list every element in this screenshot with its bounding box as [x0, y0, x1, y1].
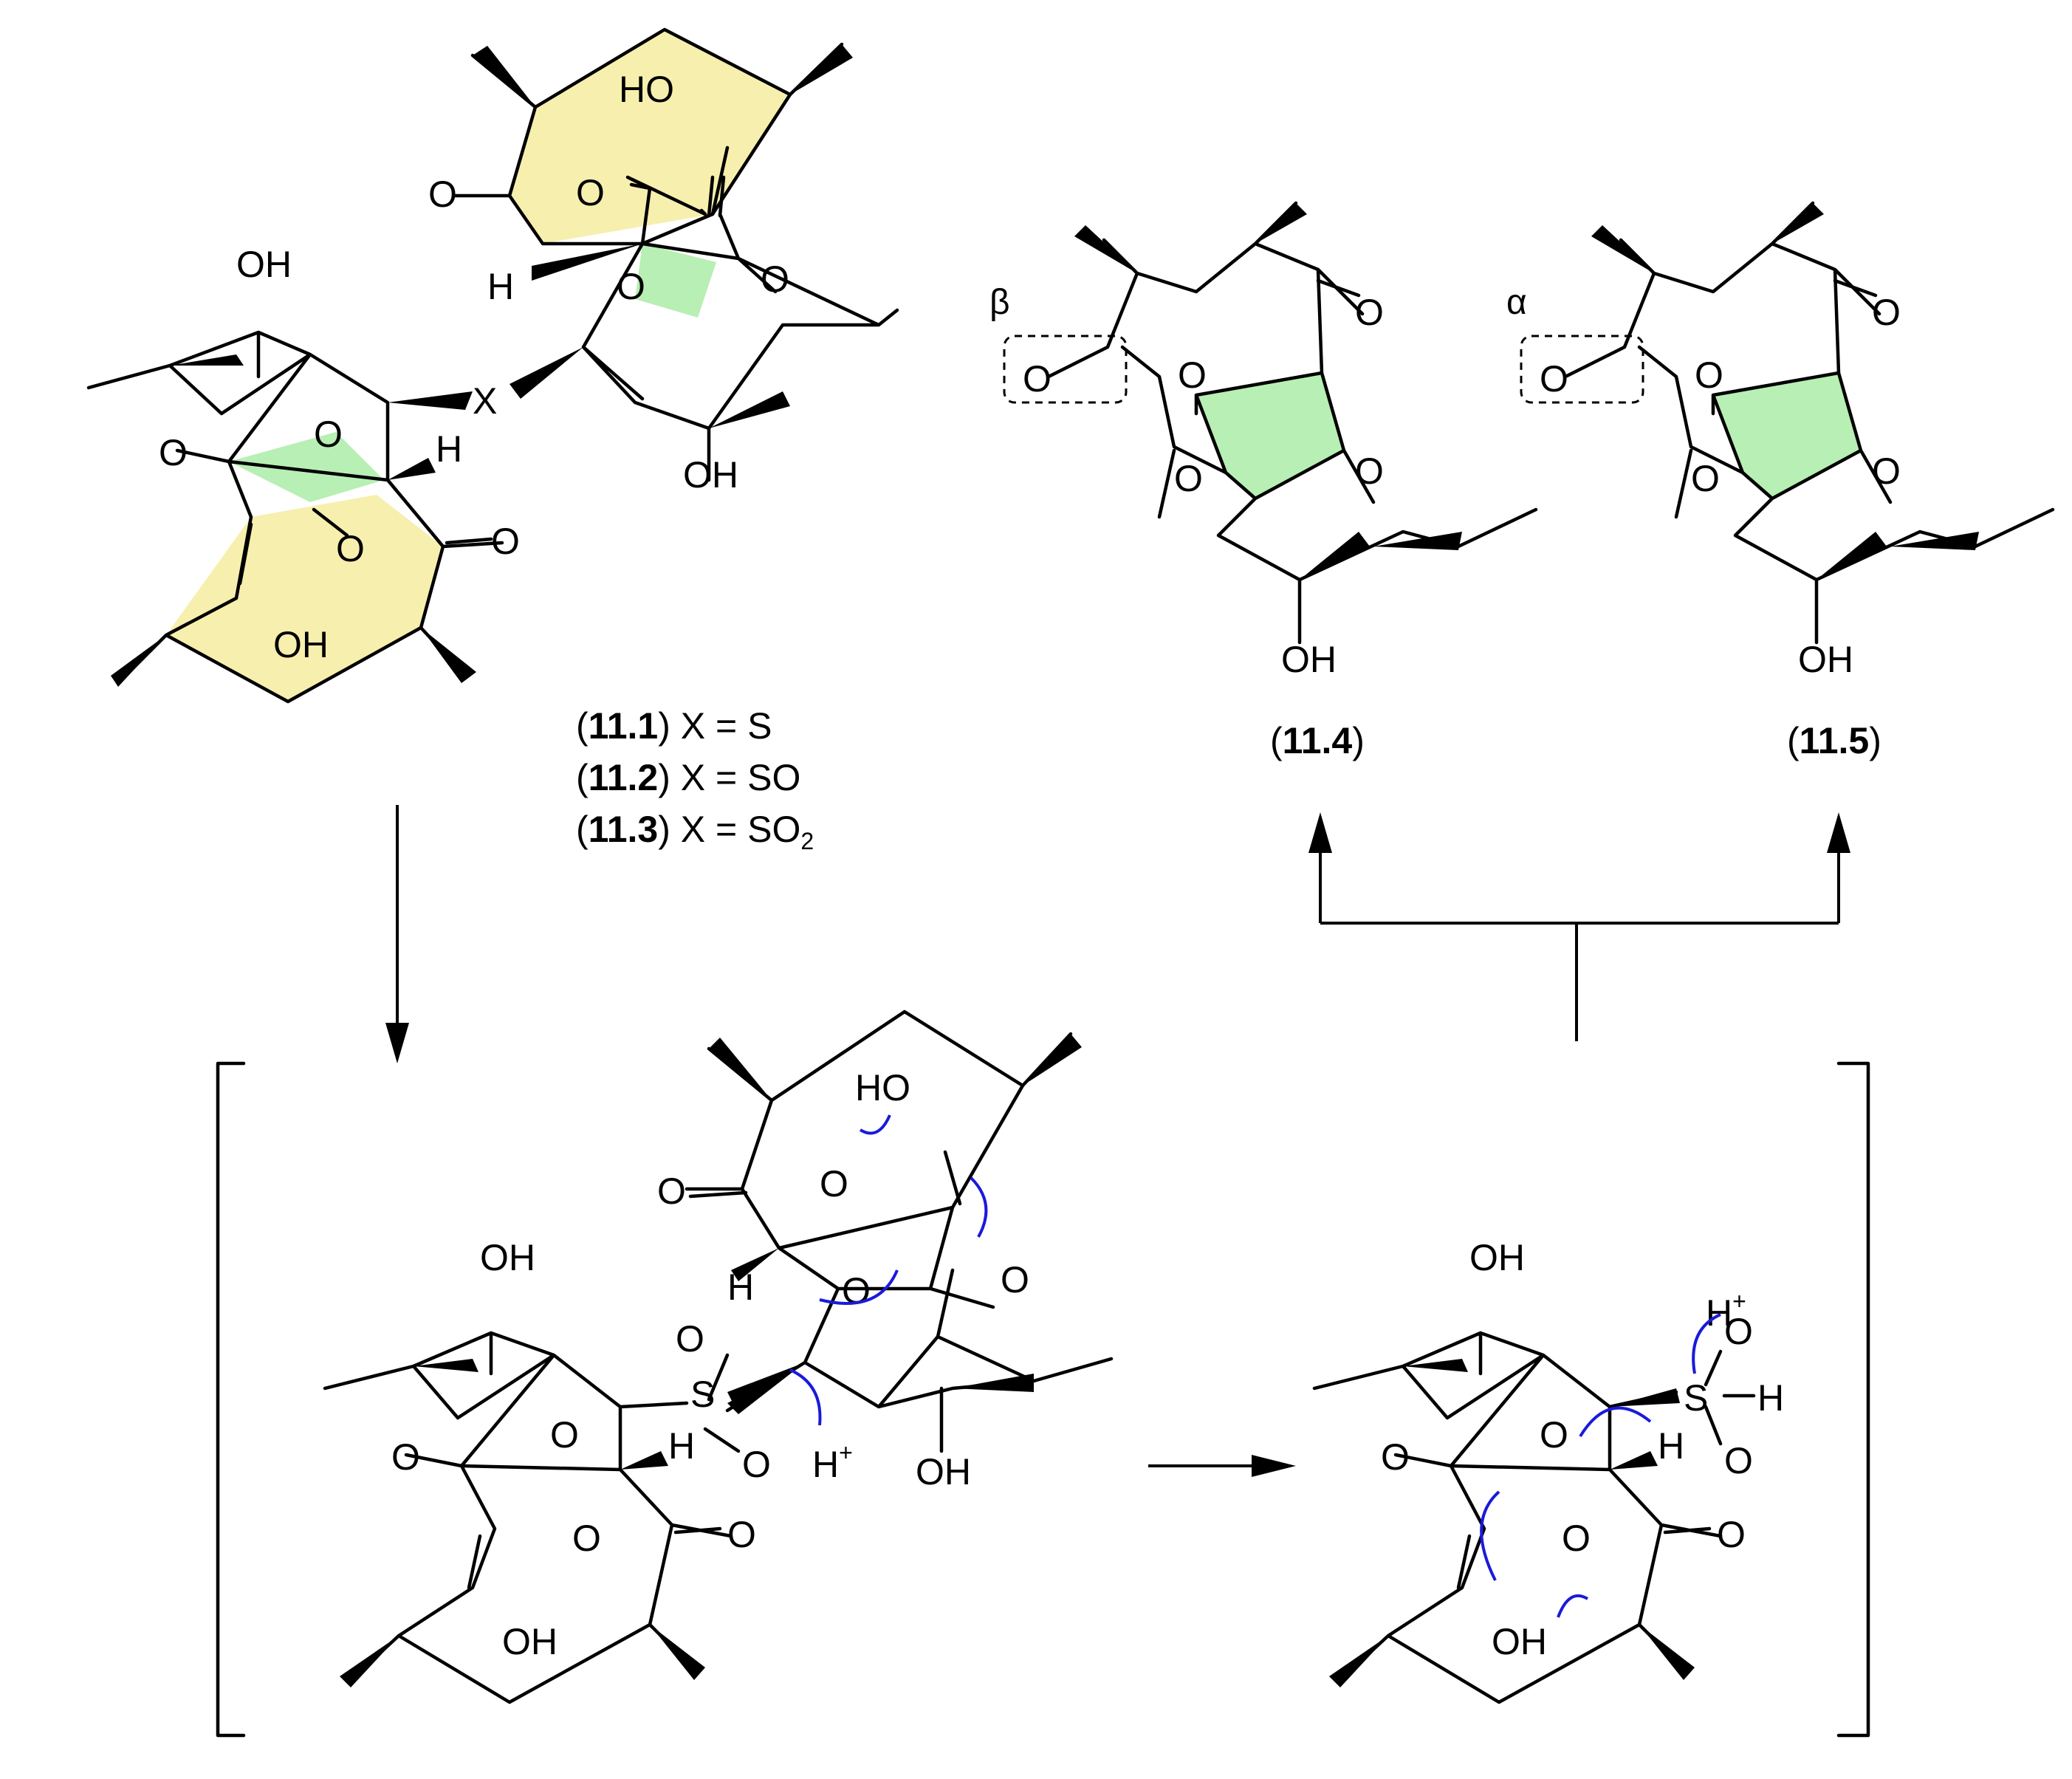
oxygen-label: O — [428, 174, 457, 215]
hydrogen-label: H — [436, 428, 462, 470]
oxygen-label: O — [314, 414, 343, 455]
compound-label-11-3: (11.3) X = SO2 — [576, 809, 814, 854]
oh-label: OH — [273, 624, 329, 665]
compound-label-11-4: (11.4) — [1270, 720, 1365, 761]
compound-label-11-5: (11.5) — [1787, 720, 1881, 761]
dimer-structure: HO O O H O O OH X OH O O H O O OH — [86, 27, 899, 704]
stereo-label: β — [989, 283, 1010, 322]
oxygen-label: O — [1872, 450, 1901, 492]
hydrogen-label: H — [487, 266, 514, 307]
hydrogen-label: H — [727, 1266, 754, 1308]
intermediate-brackets — [216, 1061, 1870, 1738]
oxygen-label: O — [820, 1163, 848, 1204]
compound-label-11-1: (11.1) X = S — [576, 705, 772, 747]
oxygen-label: O — [491, 521, 520, 562]
proton-label: H+ — [1706, 1288, 1746, 1334]
oxygen-label: O — [572, 1518, 601, 1559]
oxygen-label: O — [742, 1444, 771, 1485]
hydrogen-label: H — [668, 1425, 695, 1467]
oh-label: OH — [236, 244, 292, 285]
product-11-5: α O O O O O OH (11.5) — [1506, 201, 2055, 761]
oxygen-label: O — [1691, 458, 1720, 499]
oxygen-label: O — [1695, 354, 1723, 396]
oh-label: OH — [502, 1621, 558, 1662]
sulfinic-intermediate: OH O O H O O OH S O O H H+ — [1312, 1237, 1784, 1704]
oh-label: OH — [1469, 1237, 1525, 1278]
oxygen-label: O — [1540, 358, 1568, 400]
oh-label: OH — [1492, 1621, 1547, 1662]
hydrogen-label: H — [1757, 1377, 1784, 1419]
oxygen-label: O — [1355, 292, 1384, 333]
oxygen-label: O — [159, 432, 188, 473]
oxygen-label: O — [1023, 358, 1052, 400]
oxygen-label: O — [842, 1270, 871, 1312]
oxygen-label: O — [1540, 1414, 1568, 1456]
oxygen-label: O — [391, 1436, 420, 1478]
oxygen-label: O — [1717, 1514, 1746, 1555]
reaction-arrows — [385, 805, 1850, 1477]
x-label: X — [473, 380, 497, 422]
oxygen-label: O — [1562, 1518, 1591, 1559]
oxygen-label: O — [1872, 292, 1901, 333]
hydrogen-label: H — [1658, 1425, 1684, 1467]
oxygen-label: O — [1724, 1311, 1753, 1352]
sulfone-intermediate: HO O O H O O OH H+ O S O OH O O H O O OH — [323, 1010, 1114, 1704]
oh-label: HO — [855, 1067, 910, 1108]
product-11-4: β O O O O O OH (11.4) — [989, 201, 1538, 761]
oxygen-label: O — [657, 1170, 686, 1212]
sulfur-label: S — [1684, 1377, 1708, 1419]
oxygen-label: O — [727, 1514, 756, 1555]
oxygen-label: O — [336, 528, 365, 569]
oxygen-label: O — [1174, 458, 1203, 499]
sulfur-label: S — [690, 1374, 715, 1415]
oh-label: OH — [916, 1451, 971, 1492]
oxygen-label: O — [617, 266, 645, 307]
oxygen-label: O — [1381, 1436, 1410, 1478]
stereo-label: α — [1506, 283, 1527, 322]
oh-label: OH — [1798, 639, 1853, 680]
oxygen-label: O — [1724, 1440, 1753, 1481]
oxygen-label: O — [550, 1414, 579, 1456]
oh-label: OH — [1281, 639, 1337, 680]
oxygen-label: O — [1355, 450, 1384, 492]
compound-labels: (11.1) X = S (11.2) X = SO (11.3) X = SO… — [576, 705, 814, 854]
oh-label: OH — [480, 1237, 535, 1278]
oxygen-label: O — [676, 1318, 704, 1360]
oh-label: OH — [683, 454, 738, 496]
oxygen-label: O — [1178, 354, 1207, 396]
oxygen-label: O — [576, 172, 605, 213]
compound-label-11-2: (11.2) X = SO — [576, 757, 800, 798]
proton-label: H+ — [812, 1439, 853, 1485]
oh-label: HO — [619, 69, 674, 110]
oxygen-label: O — [1001, 1259, 1029, 1300]
oxygen-label: O — [761, 258, 789, 300]
